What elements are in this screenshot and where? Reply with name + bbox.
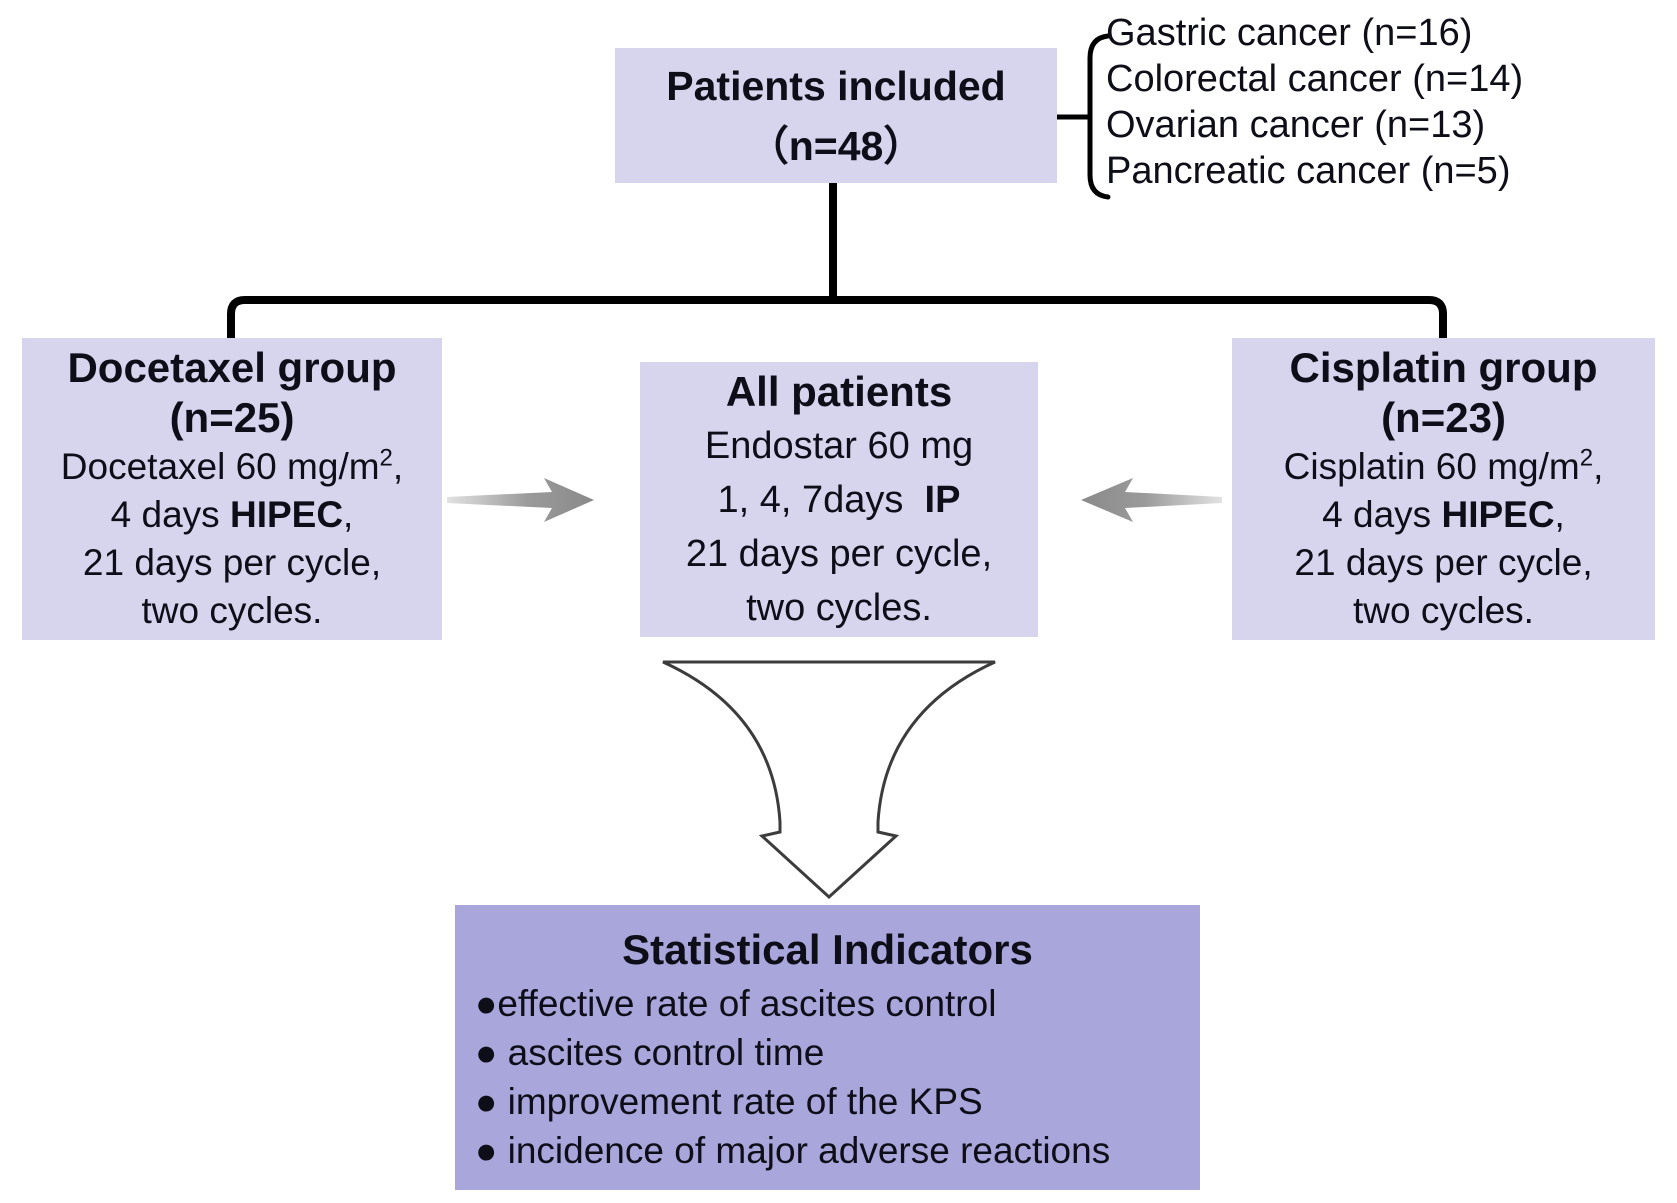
indicator-item: ● improvement rate of the KPS <box>475 1080 983 1122</box>
cancer-list-item: Pancreatic cancer (n=5) <box>1106 150 1511 192</box>
all-patients-title: All patients <box>725 367 953 415</box>
endostar-dose-line: Endostar 60 mg <box>704 424 974 467</box>
cisplatin-cycle-line: 21 days per cycle, <box>1294 542 1593 583</box>
cisplatin-group-box: Cisplatin group (n=23) Cisplatin 60 mg/m… <box>1232 338 1655 640</box>
patients-included-title: Patients included <box>666 62 1006 109</box>
cisplatin-group-title: Cisplatin group <box>1289 344 1598 391</box>
cancer-list-item: Gastric cancer (n=16) <box>1106 12 1473 54</box>
docetaxel-cycle-line: 21 days per cycle, <box>82 542 382 583</box>
arrow-left-icon <box>1081 478 1222 522</box>
superscript-2: 2 <box>1579 444 1594 472</box>
arrow-right-icon <box>447 478 594 522</box>
cisplatin-cycles-line: two cycles. <box>1353 590 1534 631</box>
funnel-arrow-icon <box>662 660 996 900</box>
superscript-2: 2 <box>379 444 393 472</box>
indicator-item: ● ascites control time <box>475 1031 825 1073</box>
docetaxel-hipec-line: 4 days HIPEC, <box>110 494 354 535</box>
docetaxel-group-count: (n=25) <box>169 394 295 441</box>
bracket-shape <box>1054 33 1111 200</box>
cisplatin-hipec-line: 4 days HIPEC, <box>1322 494 1565 535</box>
docetaxel-cycles-line: two cycles. <box>141 590 323 631</box>
all-patients-cycles-line: two cycles. <box>746 586 932 629</box>
all-patients-box: All patients Endostar 60 mg 1, 4, 7days … <box>640 362 1038 637</box>
cancer-list-item: Colorectal cancer (n=14) <box>1106 58 1524 100</box>
statistical-indicators-box: Statistical Indicators ●effective rate o… <box>455 905 1200 1190</box>
statistical-indicators-title: Statistical Indicators <box>622 925 1033 973</box>
tree-connector-lines <box>227 172 1447 345</box>
docetaxel-group-title: Docetaxel group <box>67 344 397 391</box>
patients-included-box: Patients included （n=48） <box>615 48 1057 183</box>
cancer-list-item: Ovarian cancer (n=13) <box>1106 104 1486 146</box>
docetaxel-group-box: Docetaxel group (n=25) Docetaxel 60 mg/m… <box>22 338 442 640</box>
cancer-type-list: Gastric cancer (n=16) Colorectal cancer … <box>1106 10 1666 194</box>
endostar-schedule-line: 1, 4, 7days IP <box>717 478 961 521</box>
indicator-item: ● incidence of major adverse reactions <box>475 1129 1111 1171</box>
all-patients-cycle-line: 21 days per cycle, <box>685 532 993 575</box>
cisplatin-dose-line: Cisplatin 60 mg/m2, <box>1283 444 1604 487</box>
cisplatin-group-count: (n=23) <box>1381 394 1506 441</box>
indicator-item: ●effective rate of ascites control <box>475 982 997 1024</box>
docetaxel-dose-line: Docetaxel 60 mg/m2, <box>60 444 404 487</box>
patients-included-count: （n=48） <box>747 122 925 169</box>
